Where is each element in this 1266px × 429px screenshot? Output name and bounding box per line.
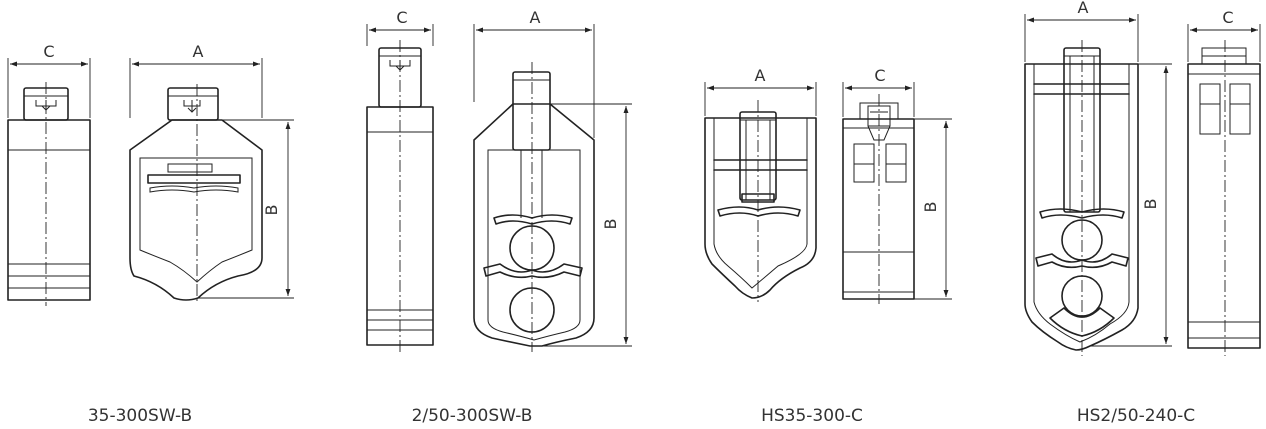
product-2-50-300sw-b: C A B 2/50-300SW-B	[366, 8, 632, 426]
product-name: 2/50-300SW-B	[412, 406, 533, 426]
front-view: A B	[1024, 0, 1172, 356]
side-view: C	[366, 8, 434, 352]
dim-b-label: B	[921, 202, 940, 213]
product-35-300sw-b: C A B 35-300SW-B	[7, 42, 294, 426]
dim-c-label: C	[1222, 8, 1233, 27]
side-view: C B	[842, 66, 952, 304]
dim-b-label: B	[262, 205, 281, 216]
dim-a-label: A	[755, 66, 766, 85]
product-name: 35-300SW-B	[88, 406, 192, 426]
dim-b-label: B	[1141, 199, 1160, 210]
side-view: C	[7, 42, 91, 306]
dim-c-label: C	[43, 42, 54, 61]
product-hs35-300-c: A C B HS35-300-C	[704, 66, 952, 426]
side-view: C	[1187, 8, 1261, 356]
dim-a-label: A	[530, 8, 541, 27]
dim-a-label: A	[1078, 0, 1089, 17]
product-hs2-50-240-c: A B C HS2/50-240-C	[1024, 0, 1261, 426]
product-name: HS35-300-C	[761, 406, 863, 426]
front-view: A	[704, 66, 817, 302]
dim-a-label: A	[193, 42, 204, 61]
dim-c-label: C	[396, 8, 407, 27]
front-view: A B	[473, 8, 632, 352]
front-view: A B	[129, 42, 294, 304]
dim-c-label: C	[874, 66, 885, 85]
product-name: HS2/50-240-C	[1077, 406, 1195, 426]
dim-b-label: B	[601, 219, 620, 230]
